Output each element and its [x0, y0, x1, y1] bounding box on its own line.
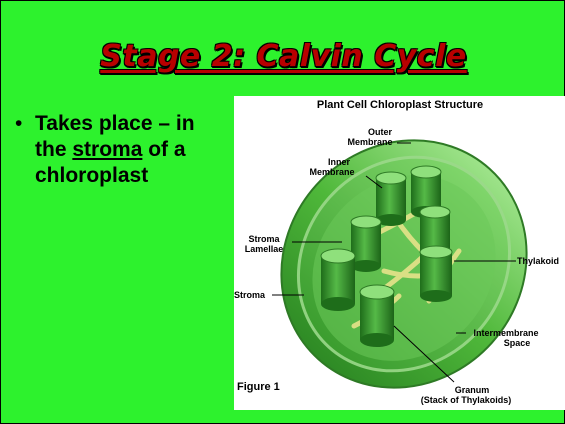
- label-stroma-lamellae-2: Lamellae: [245, 244, 284, 254]
- label-intermembrane-1: Intermembrane: [473, 328, 538, 338]
- label-outer-membrane-2: Membrane: [347, 137, 392, 147]
- label-outer-membrane-1: Outer: [368, 127, 393, 137]
- granum-stack: [351, 216, 381, 272]
- label-inner-membrane-2: Membrane: [309, 167, 354, 177]
- label-stroma: Stroma: [234, 290, 266, 300]
- label-inner-membrane-1: Inner: [328, 157, 351, 167]
- label-thylakoid: Thylakoid: [517, 256, 559, 266]
- label-granum-2: (Stack of Thylakoids): [421, 395, 512, 405]
- label-granum-1: Granum: [455, 385, 490, 395]
- chloroplast-diagram: Plant Cell Chloroplast Structure: [234, 96, 565, 410]
- bullet-item: Takes place – in the stroma of a chlorop…: [35, 111, 230, 189]
- label-stroma-lamellae-1: Stroma: [248, 234, 280, 244]
- chloroplast-figure: Plant Cell Chloroplast Structure: [234, 96, 565, 410]
- granum-stack: [321, 249, 355, 311]
- bullet-list: • Takes place – in the stroma of a chlor…: [15, 111, 230, 189]
- bullet-emphasis-stroma: stroma: [72, 138, 142, 161]
- granum-stack: [360, 285, 394, 347]
- figure-caption: Figure 1: [237, 381, 280, 393]
- granum-stack: [420, 246, 452, 302]
- slide-title: Stage 2: Calvin Cycle: [1, 39, 565, 74]
- figure-title: Plant Cell Chloroplast Structure: [317, 99, 483, 111]
- granum-stack: [376, 172, 406, 226]
- bullet-marker: •: [15, 111, 22, 137]
- label-intermembrane-2: Space: [504, 338, 531, 348]
